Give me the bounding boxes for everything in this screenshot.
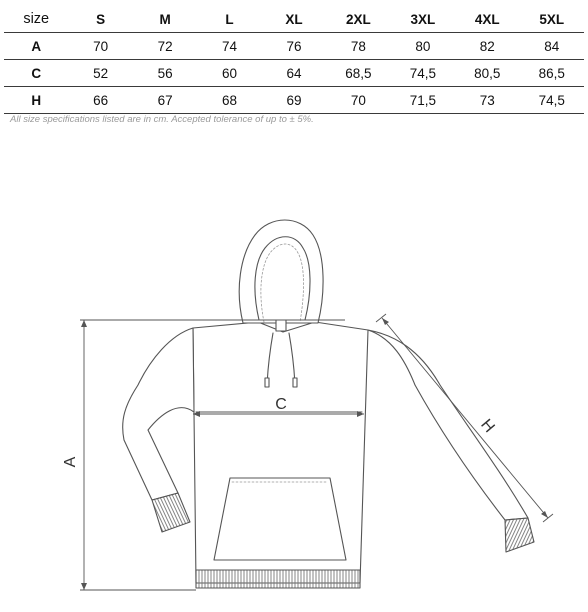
table-cell: 52 (68, 59, 133, 87)
header-cell-s: S (68, 6, 133, 33)
table-header-row: size S M L XL 2XL 3XL 4XL 5XL (4, 6, 584, 33)
hoodie-right-cuff (504, 517, 535, 553)
header-cell-4xl: 4XL (455, 6, 520, 33)
row-label: C (4, 59, 69, 87)
hoodie-pocket (213, 477, 347, 561)
header-cell-l: L (197, 6, 262, 33)
hoodie-hood-inner (254, 236, 311, 321)
table-cell: 74 (197, 32, 262, 60)
table-cell: 74,5 (519, 86, 584, 114)
arrow-c-left (193, 411, 200, 417)
header-cell-size: size (4, 6, 69, 33)
table-cell: 86,5 (519, 59, 584, 87)
hoodie-hood-outer (238, 219, 324, 324)
arrow-h-top (382, 318, 389, 325)
hoodie-drawstring-tip-right (292, 377, 298, 388)
size-note: All size specifications listed are in cm… (10, 114, 314, 125)
header-cell-xl: XL (261, 6, 327, 33)
table-cell: 78 (326, 32, 391, 60)
measure-a-label: A (62, 456, 79, 467)
header-cell-m: M (132, 6, 198, 33)
arrow-a-top (81, 320, 87, 327)
arrow-c-right (357, 411, 364, 417)
table-row-a: A 70 72 74 76 78 80 82 84 (4, 32, 584, 60)
measure-h-line (381, 317, 549, 519)
table-cell: 70 (68, 32, 133, 60)
measure-c-label: C (275, 396, 287, 413)
hoodie-eyelet (275, 319, 287, 332)
table-cell: 72 (132, 32, 198, 60)
header-cell-2xl: 2XL (326, 6, 391, 33)
table-row-c: C 52 56 60 64 68,5 74,5 80,5 86,5 (4, 59, 584, 87)
table-cell: 80 (390, 32, 456, 60)
table-cell: 74,5 (390, 59, 456, 87)
table-cell: 67 (132, 86, 198, 114)
table-cell: 66 (68, 86, 133, 114)
row-label: H (4, 86, 69, 114)
arrow-a-bottom (81, 583, 87, 590)
table-cell: 68,5 (326, 59, 391, 87)
hoodie-left-cuff (151, 492, 191, 533)
hoodie-waistband (195, 569, 361, 589)
table-cell: 84 (519, 32, 584, 60)
arrow-h-bottom (541, 511, 548, 518)
header-cell-5xl: 5XL (519, 6, 584, 33)
header-cell-3xl: 3XL (390, 6, 456, 33)
table-row-h: H 66 67 68 69 70 71,5 73 74,5 (4, 86, 584, 114)
table-cell: 82 (455, 32, 520, 60)
table-cell: 60 (197, 59, 262, 87)
table-cell: 71,5 (390, 86, 456, 114)
hoodie-right-sleeve (367, 329, 529, 521)
measure-h-label: H (477, 416, 497, 436)
hoodie-drawstring-tip-left (264, 377, 270, 388)
table-cell: 56 (132, 59, 198, 87)
table-cell: 70 (326, 86, 391, 114)
hoodie-diagram: A C H (62, 219, 554, 591)
table-cell: 68 (197, 86, 262, 114)
table-cell: 64 (261, 59, 327, 87)
table-cell: 73 (455, 86, 520, 114)
row-label: A (4, 32, 69, 60)
table-cell: 76 (261, 32, 327, 60)
table-cell: 69 (261, 86, 327, 114)
table-cell: 80,5 (455, 59, 520, 87)
hoodie-left-sleeve (122, 327, 195, 501)
size-table: size S M L XL 2XL 3XL 4XL 5XL A 70 72 74… (4, 6, 584, 114)
